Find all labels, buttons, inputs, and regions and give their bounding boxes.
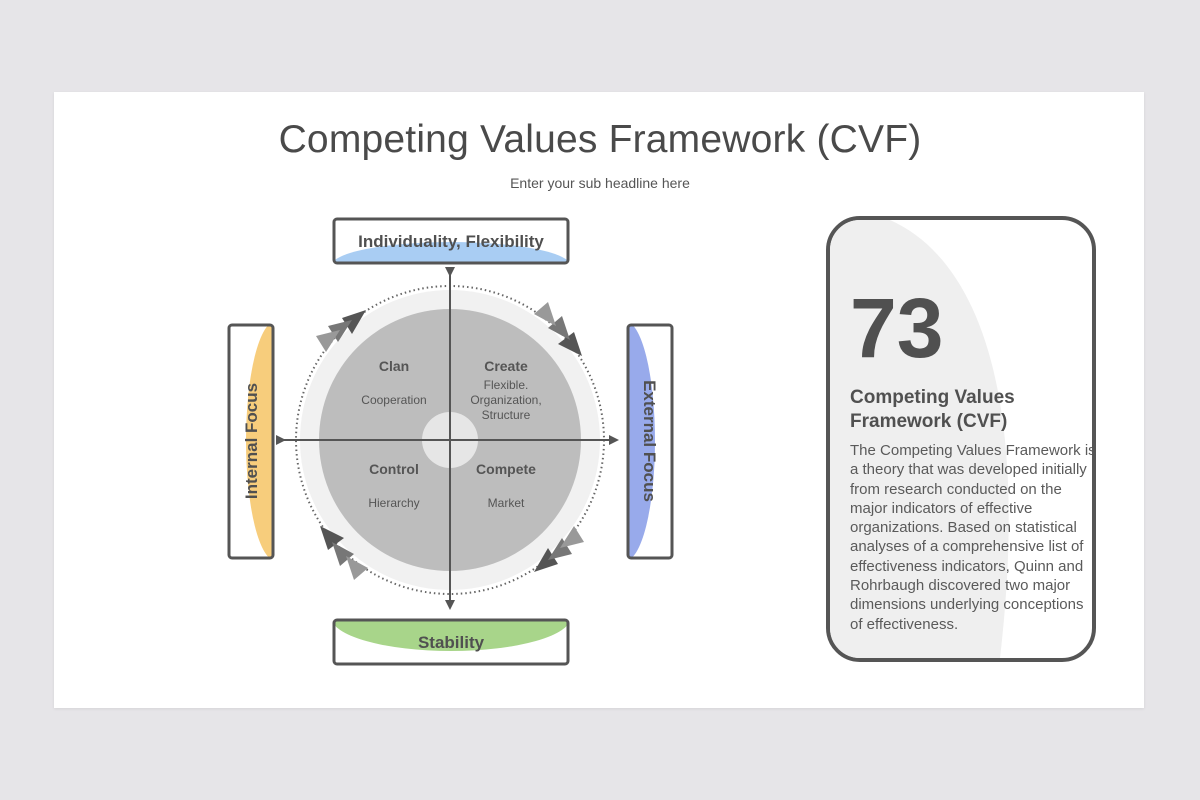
quadrant-clan: Clan Cooperation bbox=[361, 358, 426, 407]
quadrant-title: Compete bbox=[476, 461, 536, 477]
quadrant-desc: Cooperation bbox=[361, 393, 426, 407]
bottom-accent bbox=[334, 620, 568, 651]
quadrant-desc: Structure bbox=[482, 408, 531, 422]
top-accent bbox=[334, 242, 568, 263]
axis-label-right: External Focus bbox=[640, 380, 659, 502]
card-title: Competing Values Framework (CVF) bbox=[850, 387, 1015, 432]
quadrant-desc: Hierarchy bbox=[368, 496, 419, 510]
page-title: Competing Values Framework (CVF) bbox=[278, 118, 922, 161]
page-subtitle: Enter your sub headline here bbox=[510, 175, 690, 191]
card-decoration bbox=[830, 220, 1009, 658]
right-accent bbox=[628, 325, 655, 558]
axis-label-top: Individuality, Flexibility bbox=[358, 232, 544, 251]
card-number: 73 bbox=[850, 281, 944, 375]
quadrant-title: Clan bbox=[379, 358, 409, 374]
quadrant-title: Create bbox=[484, 358, 528, 374]
info-card: 73 Competing Values Framework (CVF) The … bbox=[826, 216, 1096, 662]
quadrant-title: Control bbox=[369, 461, 419, 477]
arrow-chevrons-top-left bbox=[316, 310, 366, 352]
quadrant-control: Control Hierarchy bbox=[368, 461, 419, 510]
axis-box-right: External Focus bbox=[626, 323, 674, 560]
axis-label-bottom: Stability bbox=[418, 633, 485, 652]
quadrant-compete: Compete Market bbox=[476, 461, 536, 510]
axis-box-top: Individuality, Flexibility bbox=[332, 217, 570, 265]
arrow-chevrons-bottom-left bbox=[320, 526, 368, 580]
axis-box-left: Internal Focus bbox=[227, 323, 275, 560]
card-body: The Competing Values Framework is a theo… bbox=[850, 442, 1096, 633]
arrow-chevrons-bottom-right bbox=[534, 526, 584, 572]
quadrant-desc: Market bbox=[488, 496, 525, 510]
quadrant-desc: Flexible. bbox=[484, 378, 529, 392]
quadrant-desc: Organization, bbox=[470, 393, 541, 407]
axis-label-left: Internal Focus bbox=[242, 383, 261, 499]
quadrant-create: Create Flexible. Organization, Structure bbox=[470, 358, 541, 422]
left-accent bbox=[246, 325, 273, 558]
axis-box-bottom: Stability bbox=[332, 618, 570, 666]
arrow-chevrons-top-right bbox=[534, 302, 582, 356]
